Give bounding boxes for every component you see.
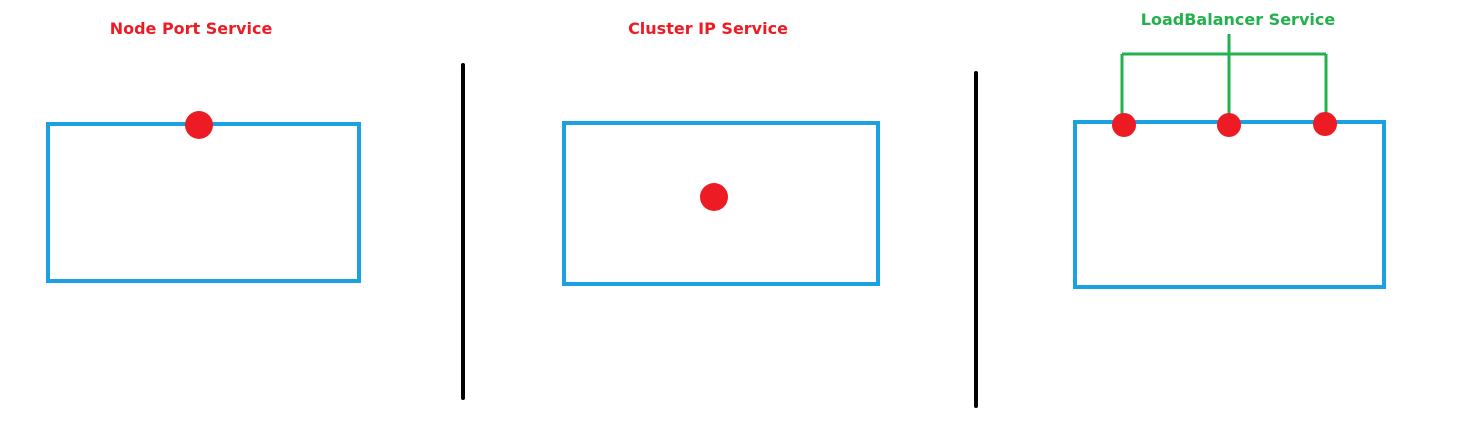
- panel-cluster-ip: Cluster IP Service: [562, 19, 880, 286]
- cluster-box: [562, 121, 880, 286]
- cluster-ip-dot: [700, 183, 728, 211]
- panel-node-port: Node Port Service: [46, 19, 361, 283]
- title-node-port: Node Port Service: [110, 19, 273, 38]
- lb-port-dot-right: [1313, 112, 1337, 136]
- lb-port-dot-left: [1112, 113, 1136, 137]
- title-load-balancer: LoadBalancer Service: [1141, 10, 1336, 29]
- node-box: [46, 122, 361, 283]
- title-cluster-ip: Cluster IP Service: [628, 19, 788, 38]
- load-balancer-connector: [1120, 34, 1328, 123]
- lb-port-dot-middle: [1217, 113, 1241, 137]
- lb-box: [1073, 120, 1386, 289]
- panel-load-balancer: LoadBalancer Service: [1073, 10, 1386, 289]
- node-port-dot: [185, 111, 213, 139]
